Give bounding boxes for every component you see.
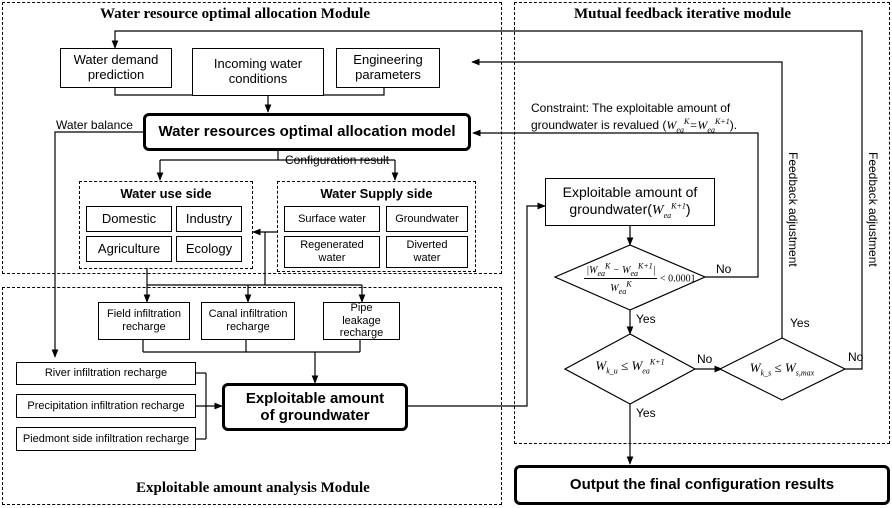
constraint-close: ).	[729, 118, 738, 132]
edge-exploitable-to-next	[408, 202, 546, 407]
region-allocation-module	[2, 2, 502, 274]
groundwater-box: Groundwater	[386, 206, 468, 232]
decision-use-vs-exploitable	[563, 333, 697, 405]
region-feedback-module	[514, 2, 890, 444]
water-demand-prediction-box: Water demand prediction	[60, 48, 172, 88]
decision-supply-vs-max	[718, 337, 847, 401]
water-use-side-title: Water use side	[120, 186, 212, 201]
d1-yes-label: Yes	[636, 312, 656, 326]
water-supply-side-group	[277, 181, 476, 272]
constraint-text: groundwater is revalued (	[531, 118, 667, 132]
module-title-feedback: Mutual feedback iterative module	[572, 6, 794, 23]
d2-yes-label: Yes	[636, 406, 656, 420]
exploitable-next-box: Exploitable amount of groundwater(WeaK+1…	[545, 178, 715, 226]
convergence-denominator: WeaK	[610, 279, 632, 296]
constraint-formula: WeaK=WeaK+1	[666, 117, 730, 135]
regenerated-water-box: Regenerated water	[284, 236, 380, 268]
constraint-line-2: groundwater is revalued (WeaK=WeaK+1).	[531, 117, 737, 134]
output-final-results-box: Output the final configuration results	[514, 465, 890, 505]
agriculture-box: Agriculture	[86, 236, 172, 262]
convergence-fraction: |WeaK − WeaK+1| WeaK	[584, 262, 658, 296]
water-use-side-group	[79, 181, 253, 269]
module-title-analysis: Exploitable amount analysis Module	[134, 480, 372, 497]
region-analysis-module	[2, 287, 502, 505]
surface-water-box: Surface water	[284, 206, 380, 232]
water-supply-side-title: Water Supply side	[320, 186, 433, 201]
convergence-threshold: < 0.0001	[659, 273, 696, 285]
water-balance-label: Water balance	[56, 118, 133, 132]
supply-vs-max-formula: Wk_s ≤ Ws,max	[749, 360, 815, 378]
precipitation-infiltration-recharge-box: Precipitation infiltration recharge	[16, 394, 196, 418]
exploitable-groundwater-box: Exploitable amount of groundwater	[222, 383, 408, 431]
pipe-leakage-recharge-box: Pipe leakage recharge	[323, 302, 400, 340]
edge-feedback-demand	[111, 30, 863, 370]
configuration-result-label: Configuration result	[285, 153, 390, 167]
diverted-water-box: Diverted water	[386, 236, 468, 268]
industry-box: Industry	[176, 206, 242, 232]
piedmont-infiltration-recharge-box: Piedmont side infiltration recharge	[16, 427, 196, 451]
edge-water-balance	[51, 131, 143, 358]
w-ea-k1-symbol: WeaK+1	[651, 200, 686, 220]
river-infiltration-recharge-box: River infiltration recharge	[16, 362, 196, 385]
feedback-adjustment-label-1: Feedback adjustment	[786, 152, 800, 267]
engineering-parameters-box: Engineering parameters	[336, 48, 440, 88]
module-title-allocation: Water resource optimal allocation Module	[98, 6, 372, 23]
d1-no-label: No	[716, 262, 732, 276]
allocation-model-box: Water resources optimal allocation model	[143, 113, 471, 151]
d3-yes-label: Yes	[790, 316, 810, 330]
decision-convergence	[553, 244, 707, 311]
convergence-formula: |WeaK − WeaK+1| WeaK < 0.0001	[565, 262, 715, 296]
incoming-water-conditions-box: Incoming water conditions	[192, 48, 324, 96]
edge-demand-to-model	[114, 88, 272, 113]
feedback-adjustment-label-2: Feedback adjustment	[866, 152, 880, 267]
d3-no-label: No	[848, 350, 864, 364]
exploitable-next-text: Exploitable amount of groundwater(	[562, 184, 698, 217]
domestic-box: Domestic	[86, 206, 172, 232]
d2-no-label: No	[697, 352, 713, 366]
use-vs-exploitable-formula: Wk_u ≤ WeaK+1	[595, 358, 665, 376]
exploitable-next-line: Exploitable amount of groundwater(WeaK+1…	[562, 184, 698, 220]
edge-d1-no	[472, 129, 759, 278]
canal-infiltration-recharge-box: Canal infiltration recharge	[201, 302, 295, 340]
ecology-box: Ecology	[176, 236, 242, 262]
field-infiltration-recharge-box: Field infiltration recharge	[98, 302, 190, 340]
edge-feedback-engineering	[471, 58, 783, 338]
convergence-numerator: |WeaK − WeaK+1|	[584, 262, 658, 280]
constraint-line-1: Constraint: The exploitable amount of	[531, 101, 731, 115]
